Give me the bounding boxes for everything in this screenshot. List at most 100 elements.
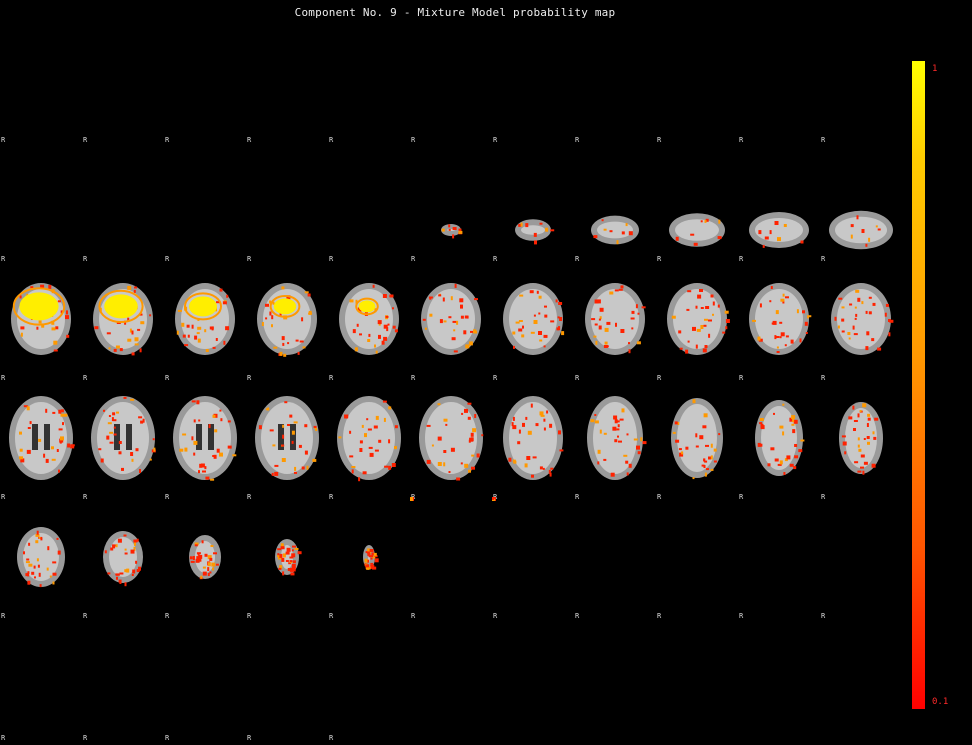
brain-slice [82,497,164,617]
orientation-marker-r: R [329,734,334,742]
orientation-marker-r: R [411,136,416,144]
orientation-marker-r: R [83,374,88,382]
orientation-marker-r: R [493,255,498,263]
brain-slice [656,140,738,260]
orientation-marker-r: R [493,374,498,382]
brain-slice [492,259,574,379]
figure-title: Component No. 9 - Mixture Model probabil… [294,6,616,19]
brain-slice [164,497,246,617]
brain-slice [246,378,328,498]
brain-slice [574,259,656,379]
brain-slice [738,259,820,379]
brain-slice [328,378,410,498]
orientation-marker-r: R [821,612,826,620]
orientation-marker-r: R [83,136,88,144]
brain-slice [574,378,656,498]
brain-slice [410,497,492,617]
brain-slice [492,497,574,617]
brain-slice [82,140,164,260]
orientation-marker-r: R [575,612,580,620]
orientation-marker-r: R [739,493,744,501]
brain-slice [328,497,410,617]
orientation-marker-r: R [657,374,662,382]
brain-slice [738,140,820,260]
brain-slice [656,259,738,379]
orientation-marker-r: R [1,136,6,144]
orientation-marker-r: R [493,612,498,620]
orientation-marker-r: R [1,612,6,620]
orientation-marker-r: R [247,374,252,382]
brain-slice [82,259,164,379]
orientation-marker-r: R [493,136,498,144]
orientation-marker-r: R [657,255,662,263]
orientation-marker-r: R [247,493,252,501]
orientation-marker-r: R [575,255,580,263]
orientation-marker-r: R [247,612,252,620]
brain-slice [164,378,246,498]
brain-slice [820,140,902,260]
brain-slice [738,378,820,498]
orientation-marker-r: R [1,374,6,382]
orientation-marker-r: R [1,493,6,501]
orientation-marker-r: R [821,493,826,501]
colorbar-min-label: 0.1 [932,697,949,707]
orientation-marker-r: R [821,136,826,144]
orientation-marker-r: R [739,255,744,263]
brain-slice [0,140,82,260]
brain-slice [410,140,492,260]
brain-slice [164,140,246,260]
brain-slice [0,378,82,498]
orientation-marker-r: R [821,374,826,382]
orientation-marker-r: R [247,255,252,263]
brain-slice [164,259,246,379]
brain-slice [820,259,902,379]
orientation-marker-r: R [411,374,416,382]
brain-slice [820,378,902,498]
brain-slice [492,140,574,260]
brain-slice [574,140,656,260]
brain-slice [410,378,492,498]
orientation-marker-r: R [83,734,88,742]
brain-slice [0,497,82,617]
orientation-marker-r: R [329,255,334,263]
orientation-marker-r: R [83,493,88,501]
orientation-marker-r: R [165,493,170,501]
orientation-marker-r: R [165,255,170,263]
orientation-marker-r: R [165,374,170,382]
orientation-marker-r: R [165,734,170,742]
orientation-marker-r: R [165,136,170,144]
orientation-marker-r: R [411,255,416,263]
orientation-marker-r: R [821,255,826,263]
brain-slice [246,140,328,260]
orientation-marker-r: R [329,612,334,620]
orientation-marker-r: R [657,612,662,620]
orientation-marker-r: R [739,136,744,144]
orientation-marker-r: R [247,734,252,742]
colorbar-max-label: 1 [932,64,938,74]
brain-slice [492,378,574,498]
brain-slice [410,259,492,379]
orientation-marker-r: R [165,612,170,620]
orientation-marker-r: R [83,612,88,620]
brain-slice [246,497,328,617]
orientation-marker-r: R [575,374,580,382]
brain-slice [82,378,164,498]
colorbar [912,61,925,709]
orientation-marker-r: R [1,734,6,742]
orientation-marker-r: R [657,493,662,501]
orientation-marker-r: R [575,493,580,501]
orientation-marker-r: R [575,136,580,144]
orientation-marker-r: R [657,136,662,144]
orientation-marker-r: R [329,493,334,501]
orientation-marker-r: R [83,255,88,263]
orientation-marker-r: R [247,136,252,144]
orientation-marker-r: R [329,136,334,144]
orientation-marker-r: R [329,374,334,382]
orientation-marker-r: R [739,374,744,382]
brain-slice [246,259,328,379]
brain-slice [0,259,82,379]
brain-slice [328,140,410,260]
orientation-marker-r: R [739,612,744,620]
slice-mosaic: R R R R R R R R R R R R R R R R R R R R R R R R R R R R R R R R R R R R R R R R… [0,136,902,742]
orientation-marker-r: R [411,612,416,620]
